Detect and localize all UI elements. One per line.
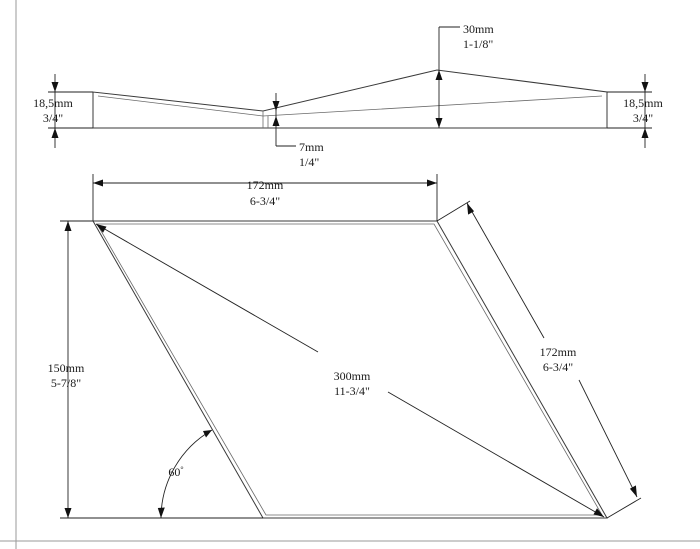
side-view: 18,5mm 3/4" 18,5mm 3/4" 30mm 1-1/8": [33, 22, 663, 169]
groove-depth-dimension: 7mm 1/4": [272, 93, 324, 169]
arrow-down: [272, 101, 280, 111]
slant-side-mm-label: 172mm: [540, 345, 577, 359]
diagonal-in-label: 11-3/4": [334, 384, 370, 398]
height-mm-label: 150mm: [48, 361, 85, 375]
left-height-mm-label: 18,5mm: [33, 96, 73, 110]
top-width-dimension: 172mm 6-3/4": [92, 174, 438, 221]
groove-depth-in-label: 1/4": [299, 155, 319, 169]
arrow-left: [93, 179, 103, 187]
arrow-down: [64, 508, 72, 518]
side-view-outline: [92, 69, 608, 129]
angle-unit: °: [180, 465, 183, 474]
arrow-down: [435, 118, 443, 128]
peak-height-dimension: 30mm 1-1/8": [435, 22, 494, 128]
diagonal-dimension: 300mm 11-3/4": [95, 223, 605, 518]
peak-height-mm-label: 30mm: [463, 22, 494, 36]
arrow-upright: [203, 430, 212, 438]
angle-label: 60°: [168, 465, 183, 479]
arrow-up: [64, 221, 72, 231]
arrow-up: [641, 128, 649, 138]
arrow-down: [641, 82, 649, 92]
diagonal-mm-label: 300mm: [334, 369, 371, 383]
arrow-up: [435, 70, 443, 80]
left-height-in-label: 3/4": [43, 111, 63, 125]
arrow-upleft: [96, 224, 107, 233]
height-dimension: 150mm 5-7/8": [48, 220, 263, 519]
angle-dimension: 60°: [157, 429, 213, 519]
slant-side-in-label: 6-3/4": [543, 360, 573, 374]
height-in-label: 5-7/8": [51, 376, 81, 390]
arrow-up: [272, 116, 280, 126]
arrow-right: [427, 179, 437, 187]
left-height-dimension: 18,5mm 3/4": [33, 74, 93, 148]
slant-side-dimension: 172mm 6-3/4": [436, 200, 642, 519]
arrow-down: [157, 507, 165, 518]
top-width-in-label: 6-3/4": [250, 194, 280, 208]
top-width-mm-label: 172mm: [247, 178, 284, 192]
arrow-down: [51, 82, 59, 92]
peak-height-in-label: 1-1/8": [463, 37, 493, 51]
groove-depth-mm-label: 7mm: [299, 140, 324, 154]
right-height-in-label: 3/4": [633, 111, 653, 125]
right-height-mm-label: 18,5mm: [623, 96, 663, 110]
arrow-upleft: [467, 203, 475, 215]
side-view-bevel: [97, 95, 603, 117]
top-view: 172mm 6-3/4" 150mm 5-7/8" 300mm 11-3/4": [48, 174, 642, 519]
arrow-downright: [629, 485, 637, 497]
arrow-downright: [593, 508, 604, 517]
right-height-dimension: 18,5mm 3/4": [607, 74, 663, 148]
arrow-up: [51, 128, 59, 138]
